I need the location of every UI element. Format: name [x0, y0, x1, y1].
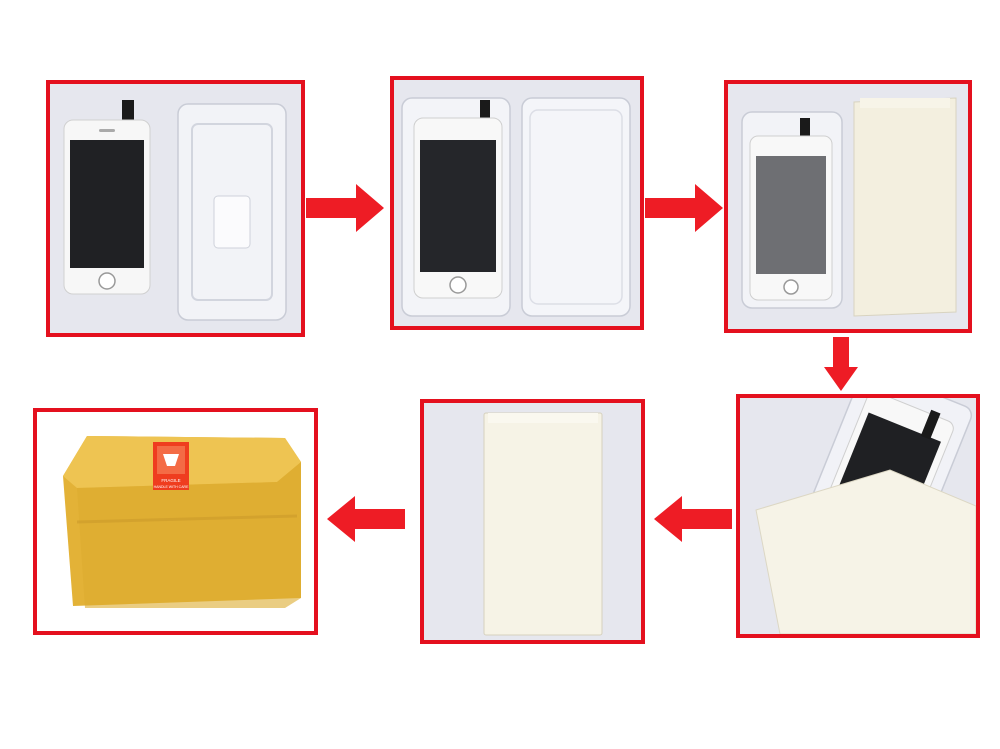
arrow-right-1 [306, 184, 384, 232]
lcd-screen [413, 100, 503, 299]
clear-tray-cover [521, 97, 631, 317]
arrow-down [824, 337, 858, 391]
arrow-left-1 [654, 496, 732, 542]
step-6-shipping-carton: FRAGILE HANDLE WITH CARE [33, 408, 318, 635]
step-5-illustration [424, 403, 641, 640]
paper-sleeve [483, 412, 603, 636]
fragile-label: FRAGILE HANDLE WITH CARE [153, 442, 189, 490]
step-3-illustration [728, 84, 968, 329]
step-2-lcd-in-tray [390, 76, 644, 330]
step-3-tray-and-sleeve [724, 80, 972, 333]
step-1-illustration [50, 84, 301, 333]
arrow-left-2 [327, 496, 405, 542]
paper-sleeve [755, 469, 976, 634]
step-4-illustration [740, 398, 976, 634]
label-line-1: FRAGILE [161, 478, 180, 483]
lcd-screen [63, 100, 151, 295]
step-6-illustration: FRAGILE HANDLE WITH CARE [37, 412, 314, 631]
step-4-sliding-into-sleeve [736, 394, 980, 638]
cardboard-box [63, 436, 301, 608]
step-2-illustration [394, 80, 640, 326]
step-1-lcd-and-tray [46, 80, 305, 337]
label-line-2: HANDLE WITH CARE [154, 485, 189, 489]
step-5-sealed-sleeve [420, 399, 645, 644]
plastic-tray [177, 103, 287, 321]
paper-sleeve [853, 97, 957, 317]
lcd-screen [749, 118, 833, 301]
arrow-right-2 [645, 184, 723, 232]
